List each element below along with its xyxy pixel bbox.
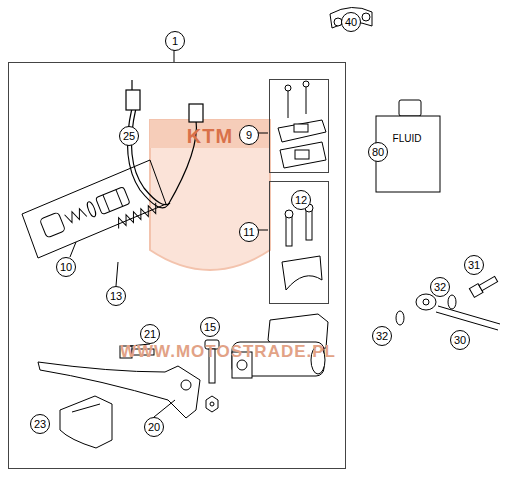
callout-number: 23	[30, 414, 50, 434]
callout-number: 31	[464, 255, 484, 275]
callout-number: 9	[239, 125, 259, 145]
hose-fittings	[396, 275, 500, 330]
watermark-logo	[150, 120, 270, 270]
callout-number: 40	[341, 12, 361, 32]
seal-kit	[22, 160, 166, 286]
reservoir-cover	[257, 81, 326, 168]
callout-number: 30	[450, 330, 470, 350]
callout-number: 25	[119, 126, 139, 146]
watermark-url: WWW.MOTOSTRADE.PL	[120, 342, 336, 362]
callout-number: 15	[200, 317, 220, 337]
callout-number: 21	[140, 324, 160, 344]
callout-number: 12	[291, 190, 311, 210]
clamp-half	[257, 204, 322, 290]
callout-number: 80	[368, 142, 388, 162]
callout-number: 11	[239, 222, 259, 242]
watermark-logo-text: KTM	[187, 125, 233, 148]
callout-number: 10	[56, 257, 76, 277]
sub-kit-box: 9	[269, 79, 329, 173]
callout-number: 13	[106, 286, 126, 306]
callout-number: 1	[165, 31, 185, 51]
bottle-label: FLUID	[393, 133, 422, 144]
sub-kit-box: 1112	[269, 181, 329, 304]
callout-number: 20	[144, 417, 164, 437]
lever-cover	[60, 396, 112, 448]
callout-number: 32	[372, 326, 392, 346]
callout-number: 32	[430, 277, 450, 297]
